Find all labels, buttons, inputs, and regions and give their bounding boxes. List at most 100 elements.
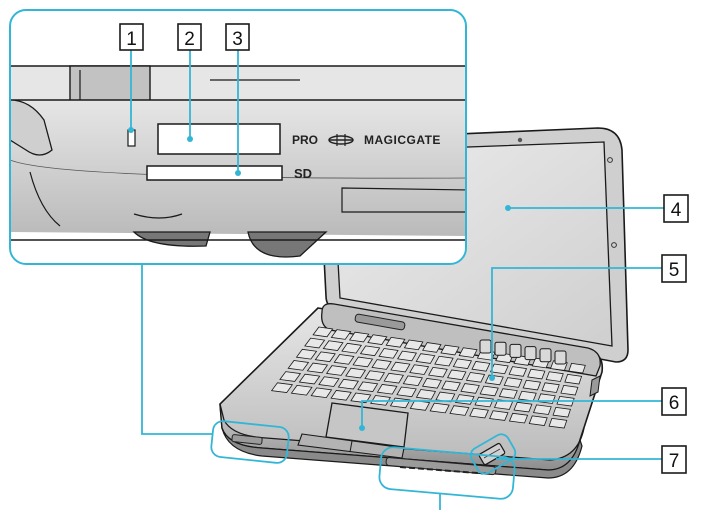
- keyboard-key: [537, 393, 556, 404]
- keyboard-key: [359, 345, 381, 357]
- callout-5: 5: [661, 254, 687, 283]
- keyboard-key: [454, 394, 475, 405]
- keyboard-key: [390, 361, 411, 373]
- keyboard-key: [449, 405, 470, 416]
- keyboard-key: [498, 388, 518, 399]
- keyboard-key: [429, 402, 450, 414]
- keyboard-key: [287, 360, 310, 371]
- keyboard-key: [345, 367, 367, 379]
- keyboard-key: [409, 400, 431, 411]
- callout-2: 2: [177, 23, 202, 51]
- keyboard-key: [489, 363, 509, 375]
- keyboard-key: [428, 366, 448, 378]
- svg-text:6: 6: [669, 393, 680, 414]
- sd-label: SD: [294, 166, 312, 181]
- keyboard-key: [330, 390, 352, 401]
- callout-6: 6: [661, 387, 687, 416]
- media-buttons: [479, 339, 567, 365]
- keyboard-key: [304, 337, 326, 349]
- keyboard-key: [508, 366, 528, 377]
- keyboard-key: [446, 369, 467, 381]
- keyboard-key: [378, 348, 399, 359]
- keyboard-key: [322, 340, 344, 351]
- fingerprint-highlight: [469, 433, 517, 475]
- leader-dots: [128, 127, 511, 431]
- svg-text:2: 2: [184, 29, 195, 50]
- media-button: [554, 350, 567, 365]
- inset-leader: [141, 264, 212, 435]
- keyboard-key: [522, 379, 542, 391]
- keyboard-key: [279, 371, 302, 382]
- keyboard-key: [415, 353, 436, 364]
- svg-text:5: 5: [669, 260, 680, 281]
- laptop-illustration: [219, 127, 629, 479]
- side-port: [589, 375, 601, 397]
- memory-stick-slot: [157, 123, 281, 155]
- laptop-bottom-lip: [221, 427, 583, 479]
- keyboard-key: [325, 365, 348, 376]
- keyboard-key: [402, 375, 423, 387]
- keyboard-key: [348, 331, 370, 343]
- leader-lines: [130, 50, 664, 510]
- svg-text:7: 7: [669, 451, 680, 472]
- keyboard-key: [532, 404, 552, 415]
- touchpad: [325, 402, 409, 448]
- fingerprint-sensor: [478, 442, 506, 466]
- media-button: [494, 341, 507, 356]
- keyboard-key: [352, 356, 374, 368]
- svg-text:3: 3: [232, 29, 243, 50]
- keyboard-key: [518, 390, 537, 402]
- keyboard-key: [403, 339, 424, 351]
- keyboard-key: [270, 382, 294, 393]
- keyboard-key: [306, 362, 329, 374]
- keyboard-key: [528, 415, 548, 426]
- magicgate-label: MAGICGATE: [364, 133, 441, 147]
- keyboard-key: [452, 358, 473, 369]
- keyboard-key: [421, 378, 442, 389]
- callout-7: 7: [661, 445, 687, 474]
- keyboard-key: [397, 350, 418, 362]
- keyboard-key: [560, 384, 579, 396]
- keyboard-key: [465, 372, 486, 383]
- media-button: [524, 346, 537, 361]
- keyboard-key: [503, 377, 523, 388]
- keyboard-key: [552, 406, 572, 418]
- left-front-slot: [231, 434, 263, 445]
- keyboard-key: [469, 407, 489, 419]
- keyboard-key: [396, 386, 417, 398]
- callout-1: 1: [119, 23, 144, 51]
- keyboard-key: [310, 387, 333, 399]
- keyboard-key: [458, 347, 478, 358]
- keyboard: [270, 326, 586, 429]
- hinge-vent: [354, 313, 406, 331]
- front-ports: [385, 457, 497, 476]
- keyboard-key: [513, 401, 533, 413]
- keyboard-key: [364, 370, 386, 381]
- keyboard-key: [548, 417, 568, 429]
- keyboard-key: [290, 384, 313, 396]
- keyboard-key: [312, 326, 334, 338]
- inset-border: [9, 9, 467, 265]
- keyboard-key: [415, 389, 437, 400]
- keyboard-key: [564, 373, 583, 385]
- status-dot-2: [611, 242, 617, 248]
- callout-4: 4: [663, 194, 689, 223]
- keyboard-key: [440, 344, 460, 356]
- status-dot: [607, 157, 613, 163]
- memory-stick-logo: [328, 134, 354, 146]
- media-button: [479, 339, 492, 354]
- svg-text:1: 1: [126, 29, 137, 50]
- keyboard-key: [474, 396, 494, 408]
- callout-3: 3: [225, 23, 250, 51]
- leader-6: [361, 400, 662, 428]
- left-port-highlight: [210, 420, 290, 464]
- keyboard-key: [441, 380, 461, 392]
- media-button: [509, 343, 522, 358]
- keyboard-key: [541, 382, 560, 393]
- keyboard-key: [471, 361, 491, 372]
- keyboard-key: [568, 362, 586, 374]
- leader-5: [491, 267, 662, 378]
- keyboard-key: [357, 381, 379, 393]
- keyboard-key: [371, 359, 392, 370]
